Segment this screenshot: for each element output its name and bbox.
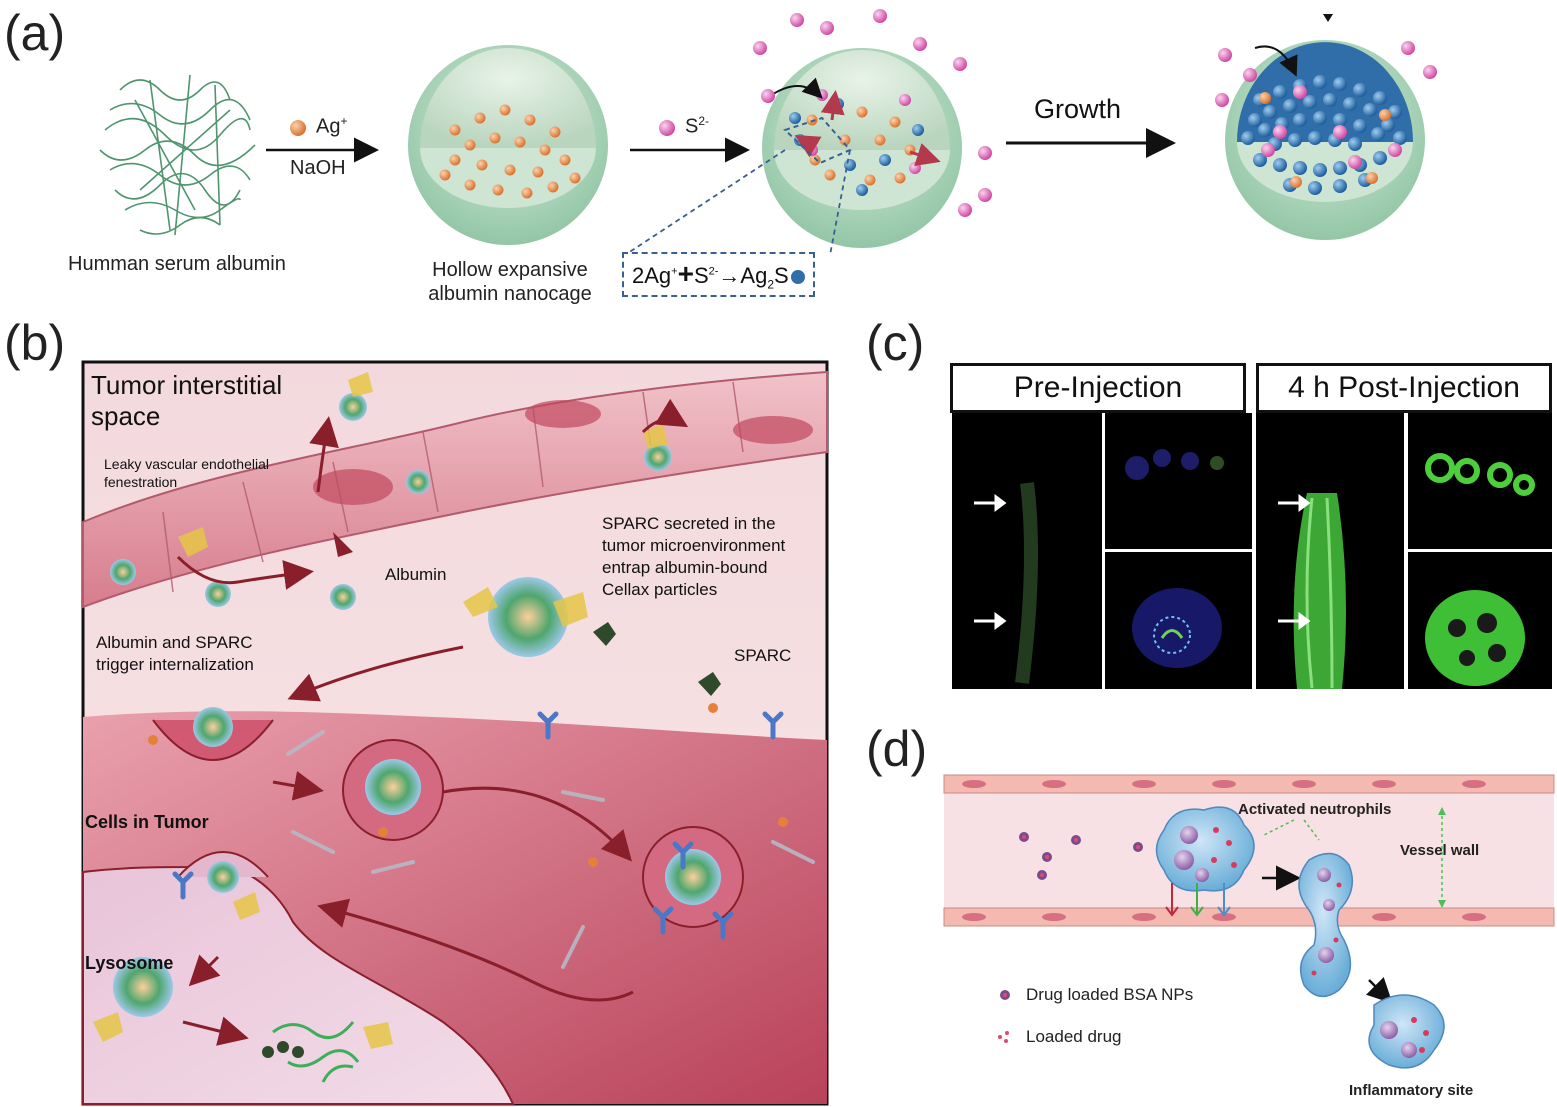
s-label: S2-: [685, 114, 710, 138]
panel-c-letter: (c): [866, 315, 925, 371]
panel-c-micrographs: [952, 413, 1552, 689]
bsa-nps-in-lumen: [1019, 832, 1143, 880]
panel-a-graphics: [99, 9, 1437, 256]
equation-box: 2Ag++S2-→Ag2S: [622, 252, 815, 298]
s-ions-outside-2: [1215, 41, 1437, 107]
sparc-secreted-label: SPARC secreted in the tumor microenviron…: [602, 514, 786, 600]
lysosome-region: [82, 863, 515, 1105]
inflammatory-neutrophil: [1368, 994, 1445, 1069]
panel-a-letter: (a): [4, 5, 66, 61]
panel-d-letter: (d): [866, 721, 928, 777]
vessel-wall-label: Vessel wall: [1400, 842, 1480, 859]
s-ions-outside: [753, 9, 992, 217]
ag-ion-legend-dot: [290, 120, 306, 136]
nanocage-reacting: [762, 48, 962, 248]
activated-neutrophils-label: Activated neutrophils: [1238, 801, 1392, 818]
pre-injection-title: Pre-Injection: [950, 363, 1246, 413]
inflammatory-site-label: Inflammatory site: [1349, 1082, 1474, 1099]
nanocage-label: Hollow expansive albumin nanocage: [428, 259, 592, 305]
panel-b-letter: (b): [4, 315, 66, 371]
naoh-label: NaOH: [290, 157, 346, 179]
albumin-label: Albumin: [385, 565, 447, 584]
sparc-label: SPARC: [734, 646, 792, 665]
leaky-label: Leaky vascular endothelial fenestration: [104, 456, 269, 491]
ag-label: Ag+: [316, 114, 348, 138]
trigger-label: Albumin and SPARC trigger internalizatio…: [96, 633, 254, 675]
tumor-interstitial-title: Tumor interstitial space: [91, 370, 283, 432]
post-injection-title: 4 h Post-Injection: [1256, 363, 1552, 413]
legend-np-label: Drug loaded BSA NPs: [1026, 985, 1194, 1004]
hsa-protein-structure: [99, 74, 256, 236]
nanocage-empty: [408, 45, 608, 245]
nanoparticles: [110, 393, 721, 1017]
legend-drug-label: Loaded drug: [1026, 1027, 1122, 1046]
growth-label: Growth: [1034, 94, 1122, 124]
cells-in-tumor-label: Cells in Tumor: [85, 812, 209, 832]
blood-vessel: [82, 370, 828, 609]
lysosome-label: Lysosome: [85, 953, 174, 973]
panel-b-graphics: [81, 360, 829, 1106]
migrating-neutrophil: [1298, 852, 1354, 998]
s-ion-legend-dot: [659, 120, 675, 136]
nanocage-full: [1225, 40, 1425, 240]
activated-neutrophil: [1155, 806, 1255, 892]
hsa-label: Humman serum albumin: [68, 253, 286, 275]
panel-d-graphics: [943, 774, 1555, 1069]
